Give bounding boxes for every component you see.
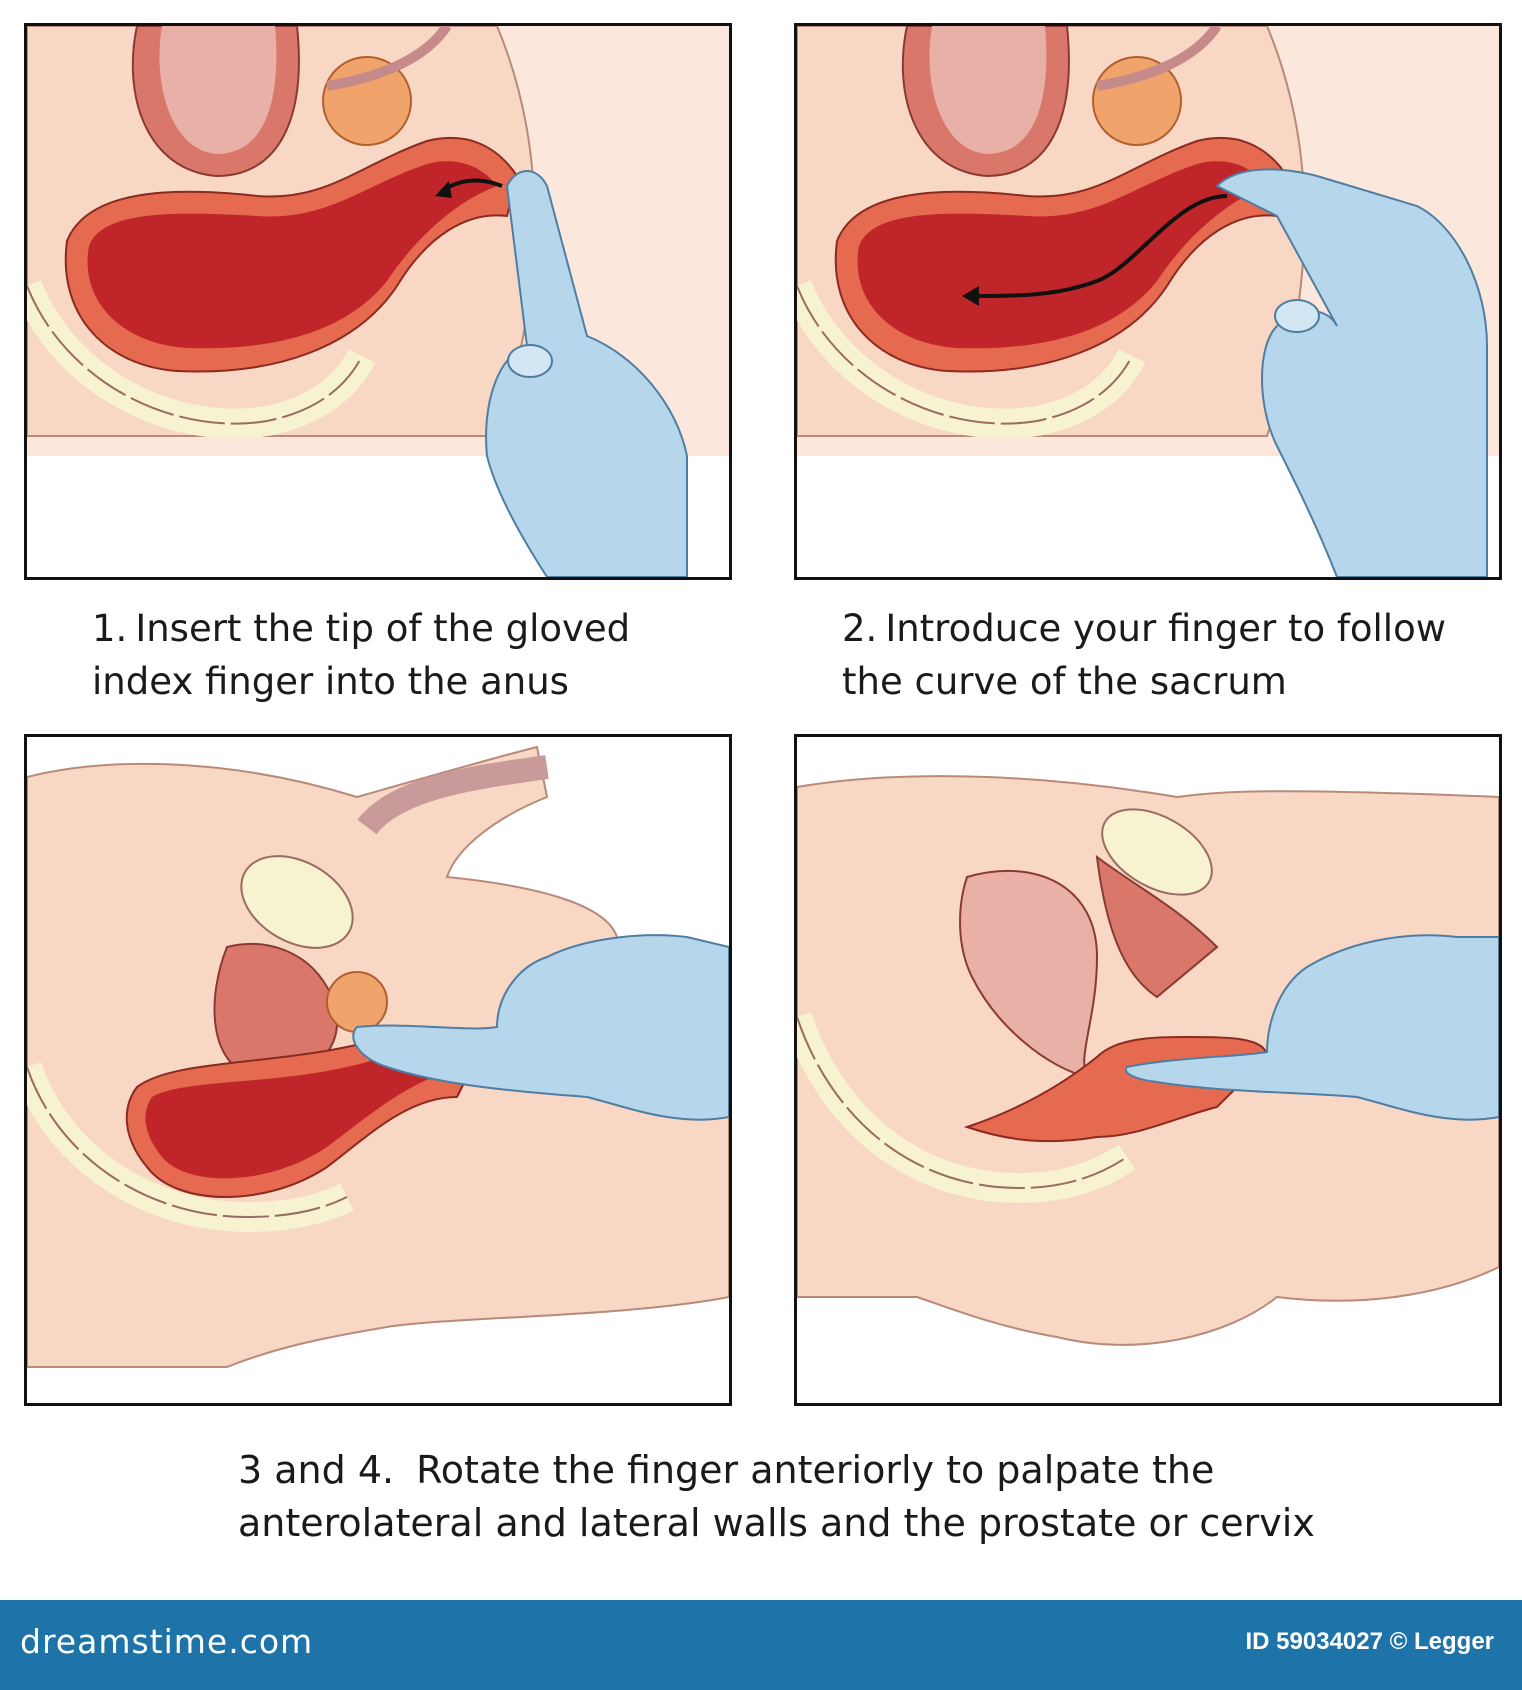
- step-2-number: 2.: [842, 607, 878, 650]
- panel-step-2: [794, 23, 1502, 580]
- step-3-4-caption: 3 and 4.Rotate the finger anteriorly to …: [238, 1444, 1388, 1550]
- rectum-lumen: [87, 161, 497, 349]
- gloved-hand: [1124, 934, 1499, 1121]
- gloved-hand: [352, 934, 729, 1121]
- step-3-4-text: Rotate the finger anteriorly to palpate …: [238, 1448, 1315, 1545]
- gloved-hand: [485, 170, 688, 577]
- uterus: [1095, 854, 1219, 999]
- pubic-bone: [1101, 808, 1213, 896]
- brand-logo: dreamstime.com: [20, 1622, 314, 1661]
- urethra: [326, 26, 452, 91]
- step-1-caption: 1.Insert the tip of the gloved index fin…: [92, 602, 702, 708]
- panel-step-4-female: [794, 734, 1502, 1406]
- step-1-text: Insert the tip of the gloved index finge…: [92, 607, 631, 703]
- stock-id: ID 59034027 © Legger: [1245, 1628, 1494, 1655]
- illustration-step-1: [27, 26, 729, 577]
- pubic-bone: [240, 855, 354, 949]
- curve-arrow: [976, 194, 1228, 298]
- panel-step-1: [24, 23, 732, 580]
- step-2-caption: 2.Introduce your finger to follow the cu…: [842, 602, 1502, 708]
- gloved-hand: [1215, 168, 1488, 577]
- step-1-number: 1.: [92, 607, 128, 650]
- bladder-lumen: [159, 26, 277, 154]
- footer-bar: dreamstime.com ID 59034027 © Legger: [0, 1600, 1522, 1690]
- penis: [357, 755, 549, 835]
- illustration-step-3: [27, 737, 729, 1403]
- illustration-step-2: [797, 26, 1499, 577]
- panel-step-3-male: [24, 734, 732, 1406]
- step-2-text: Introduce your finger to follow the curv…: [842, 607, 1446, 703]
- sacrum-segments: [27, 285, 363, 425]
- illustration-step-4: [797, 737, 1499, 1403]
- step-3-4-number: 3 and 4.: [238, 1448, 395, 1492]
- prostate: [326, 971, 388, 1033]
